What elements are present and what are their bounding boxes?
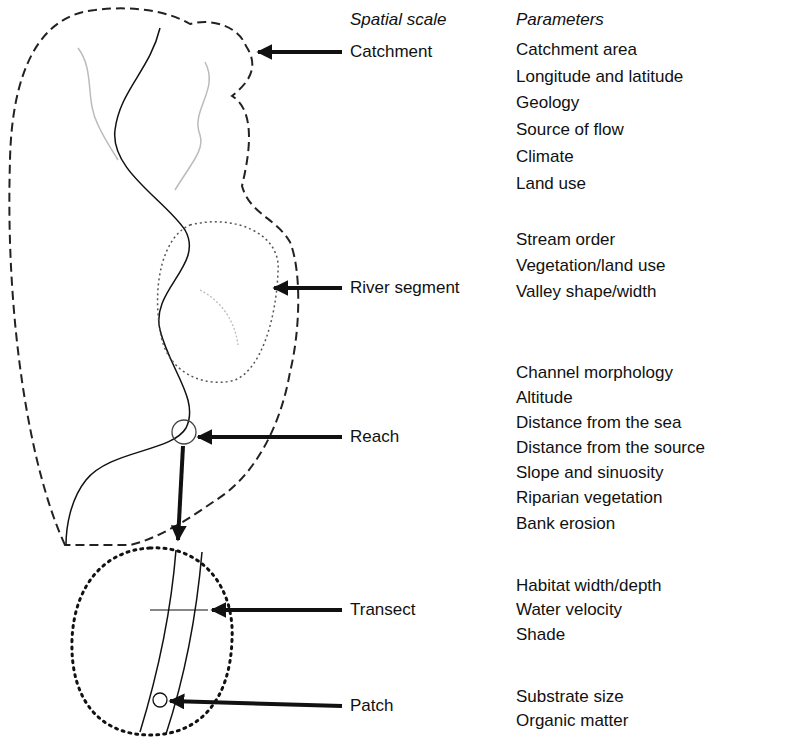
parameter: Channel morphology	[516, 363, 673, 383]
zoom-outline	[72, 548, 232, 735]
reach-circle	[172, 420, 196, 444]
parameter: Riparian vegetation	[516, 488, 662, 508]
transect-line	[150, 609, 208, 610]
parameter: Organic matter	[516, 711, 628, 731]
tributary-line	[200, 290, 238, 345]
parameter: Geology	[516, 93, 579, 113]
parameter: Bank erosion	[516, 514, 615, 534]
scale-arrow	[212, 608, 342, 612]
parameter: Valley shape/width	[516, 282, 657, 302]
zoom-arrow	[178, 446, 183, 540]
river-segment-outline	[158, 222, 279, 382]
parameter: Source of flow	[516, 120, 624, 140]
scale-arrow	[170, 701, 342, 706]
parameter: Stream order	[516, 230, 615, 250]
scale-arrow	[258, 50, 342, 54]
parameter: Longitude and latitude	[516, 67, 683, 87]
parameter: Shade	[516, 625, 565, 645]
scale-arrow	[198, 435, 342, 439]
parameter: Distance from the source	[516, 438, 705, 458]
parameter: Distance from the sea	[516, 413, 681, 433]
parameter: Land use	[516, 174, 586, 194]
parameter: Altitude	[516, 388, 573, 408]
scale-name: Transect	[350, 600, 416, 620]
scale-arrow	[274, 286, 342, 290]
scale-name: Catchment	[350, 42, 432, 62]
main-river	[66, 28, 190, 545]
channel-bank	[166, 552, 202, 734]
catchment-outline	[9, 8, 298, 545]
parameter: Slope and sinuosity	[516, 463, 663, 483]
scale-name: Patch	[350, 696, 393, 716]
parameter: Substrate size	[516, 687, 624, 707]
column-heading: Spatial scale	[350, 10, 446, 30]
patch-circle	[153, 693, 167, 707]
tributary-line	[78, 48, 118, 160]
parameter: Catchment area	[516, 40, 637, 60]
channel-bank	[140, 550, 176, 732]
parameter: Habitat width/depth	[516, 576, 662, 596]
parameter: Climate	[516, 147, 574, 167]
column-heading: Parameters	[516, 10, 604, 30]
parameter: Vegetation/land use	[516, 256, 665, 276]
scale-name: River segment	[350, 278, 460, 298]
tributary-line	[175, 62, 209, 190]
parameter: Water velocity	[516, 600, 622, 620]
scale-name: Reach	[350, 427, 399, 447]
